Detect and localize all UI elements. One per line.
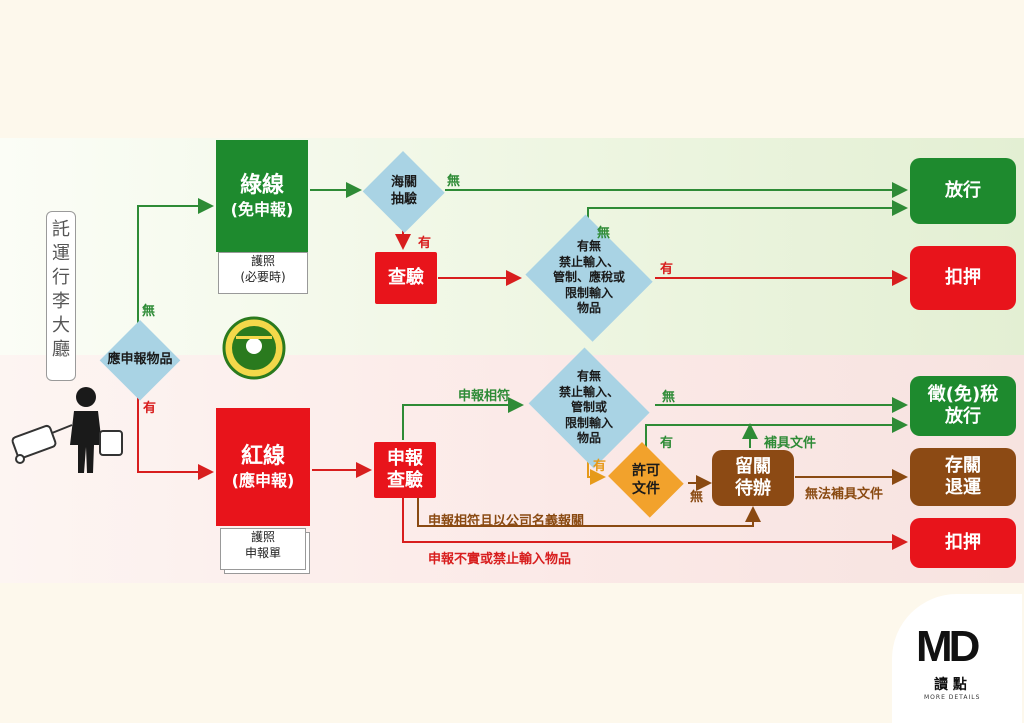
hold-pending-box: 留關 待辦 [712, 450, 794, 506]
logo-tag: MORE DETAILS [924, 694, 981, 701]
declare-inspect-box: 申報 查驗 [374, 442, 436, 498]
permit-document-decision: 許可 文件 [604, 446, 688, 514]
label-declare-match: 申報相符 [458, 389, 511, 404]
customs-emblem-icon [222, 316, 286, 380]
label-no: 無 [662, 390, 676, 405]
label-yes-orange: 有 [593, 459, 607, 474]
label-no-brown: 無 [690, 490, 704, 505]
return-box: 存關 退運 [910, 448, 1016, 506]
baggage-hall-label: 託運行李大廳 [46, 211, 76, 381]
red-line-sub: (應申報) [231, 470, 295, 490]
red-line-title: 紅線 [240, 444, 285, 470]
green-lane-panel [0, 138, 1024, 355]
customs-check-decision: 海關 抽驗 [362, 152, 446, 232]
tax-release-box: 徵(免)稅 放行 [910, 376, 1016, 436]
label-no: 無 [597, 226, 611, 241]
prohibited-items-decision-bottom: 有無 禁止輸入、 管制或 限制輸入 物品 [524, 352, 654, 464]
logo-text: 讀 點 [934, 677, 967, 693]
label-no-supplement: 無法補具文件 [805, 487, 884, 502]
logo-badge: MD 讀 點 MORE DETAILS [892, 594, 1022, 723]
label-yes: 有 [143, 401, 157, 416]
seize-box-bottom: 扣押 [910, 518, 1016, 568]
red-line-doc: 護照 申報單 [220, 528, 306, 570]
red-line-box: 紅線 (應申報) [216, 408, 310, 526]
prohibited-items-decision-top: 有無 禁止輸入、 管制、應稅或 限制輸入 物品 [522, 218, 656, 338]
green-line-box: 綠線 (免申報) [216, 140, 308, 252]
traveler-icon [11, 387, 123, 473]
seize-box-top: 扣押 [910, 246, 1016, 310]
md-logo-icon: MD [916, 622, 980, 671]
release-box: 放行 [910, 158, 1016, 224]
label-yes: 有 [418, 236, 432, 251]
label-yes: 有 [660, 262, 674, 277]
label-untrue: 申報不實或禁止輸入物品 [428, 552, 572, 567]
label-company: 申報相符且以公司名義報關 [428, 514, 585, 529]
label-no: 無 [447, 174, 461, 189]
label-no: 無 [142, 304, 156, 319]
label-supplement: 補具文件 [764, 436, 817, 451]
inspection-box: 查驗 [375, 252, 437, 304]
green-line-doc: 護照 (必要時) [218, 252, 308, 294]
green-line-title: 綠線 [239, 173, 284, 199]
declare-items-decision: 應申報物品 [100, 320, 180, 400]
green-line-sub: (免申報) [230, 199, 294, 219]
